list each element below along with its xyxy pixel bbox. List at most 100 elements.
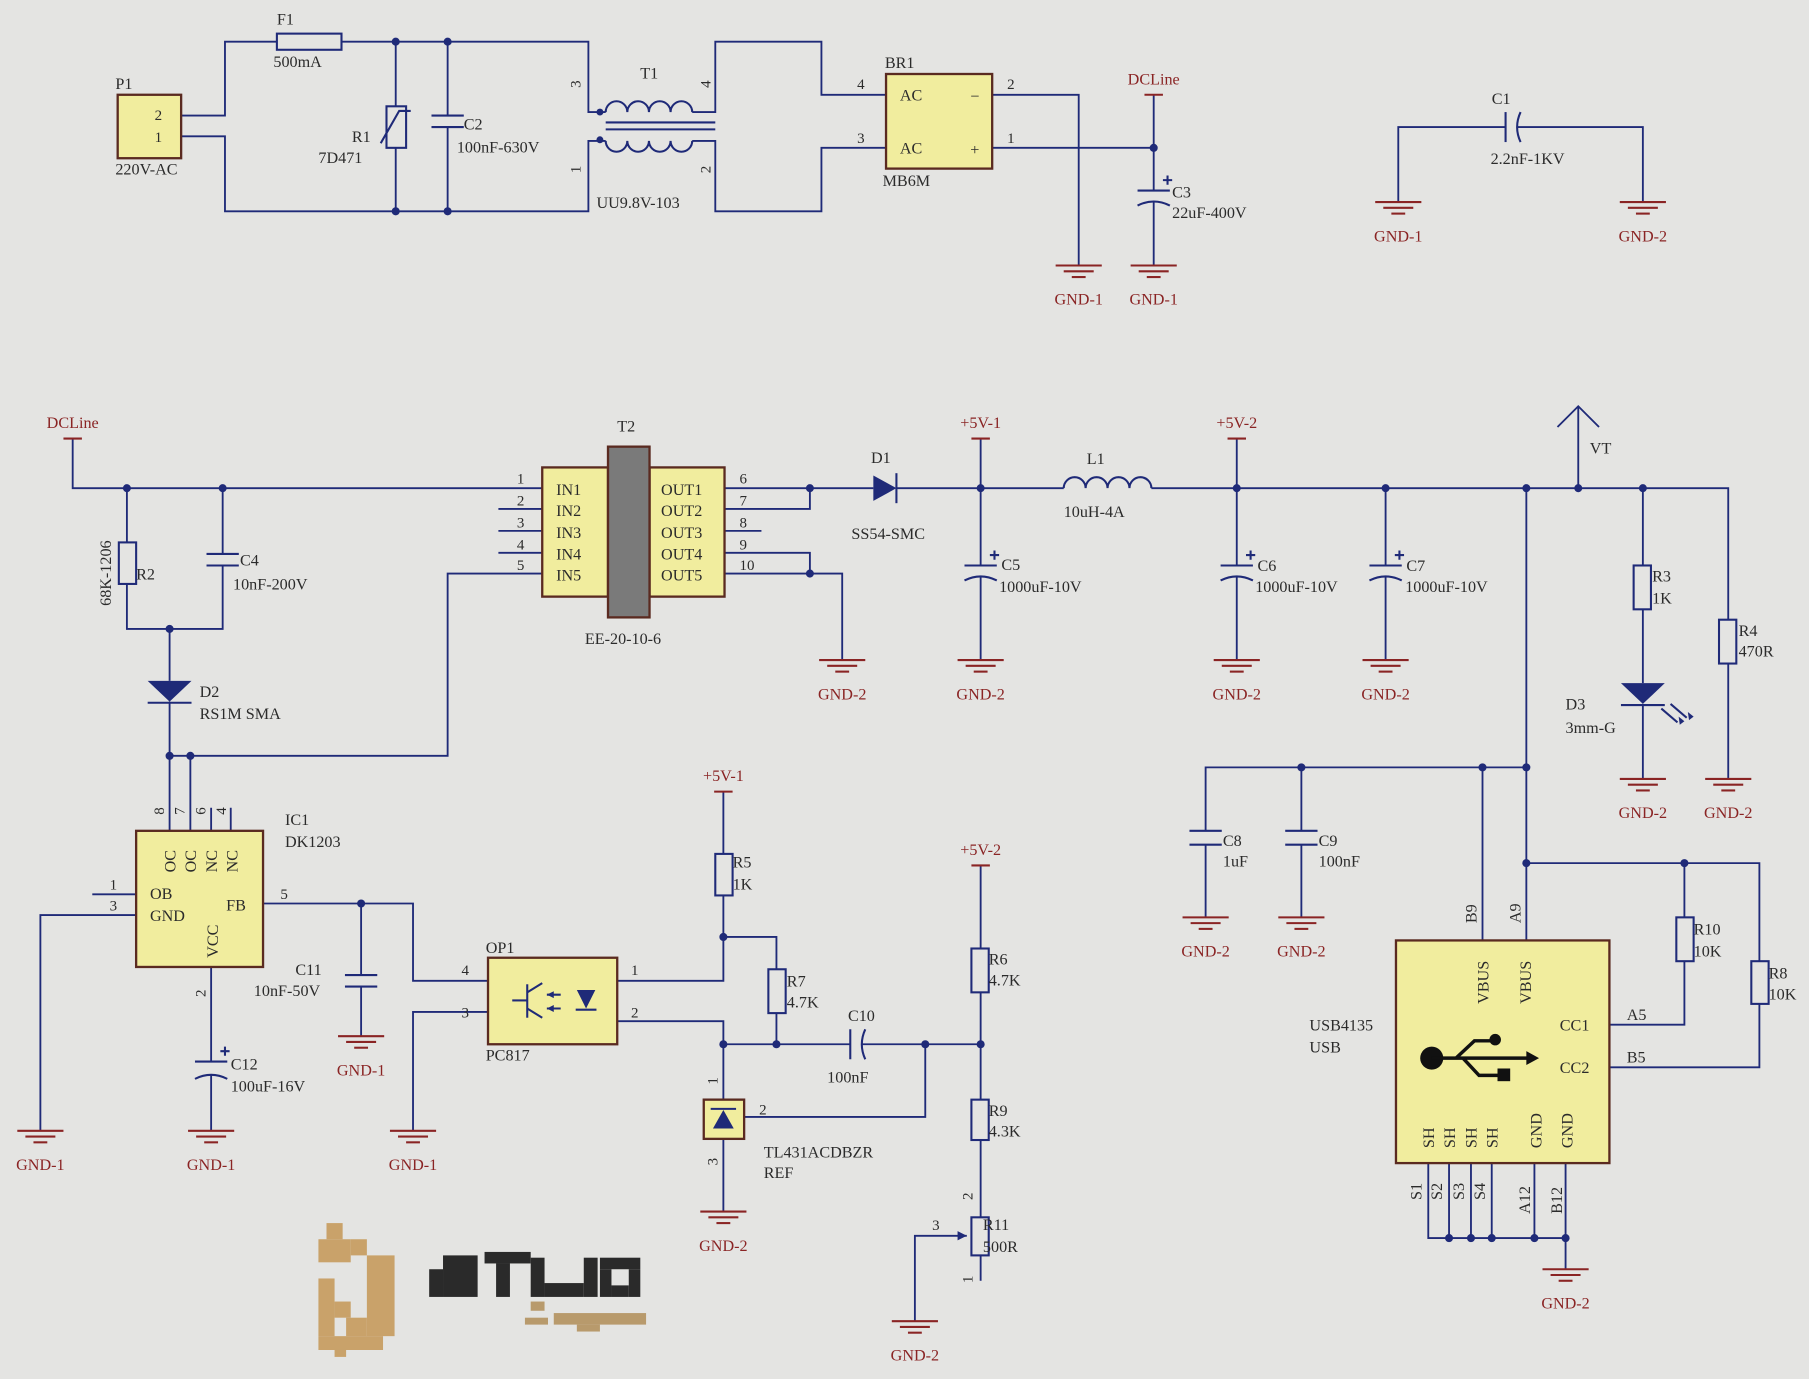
r6-ref-label: R6	[989, 952, 1008, 969]
f1-val-label: 500mA	[273, 54, 322, 71]
t2-out5-label: OUT5	[661, 567, 702, 584]
t2-in4-label: IN4	[556, 547, 581, 564]
ground-label: GND-2	[818, 686, 866, 703]
vt-label: VT	[1590, 441, 1612, 458]
l1-val-label: 10uH-4A	[1064, 504, 1125, 521]
usb-b5-label: B5	[1627, 1050, 1646, 1067]
usb-sh1-label: SH	[1421, 1127, 1438, 1148]
junction-dot	[1574, 484, 1583, 493]
br1-ac1-label: AC	[900, 88, 922, 105]
r9-val-label: 4.3K	[989, 1124, 1021, 1141]
junction-dot	[1561, 1234, 1570, 1243]
t2-pin7-label: 7	[740, 493, 748, 509]
junction-dot	[1638, 484, 1647, 493]
junction-dot	[1487, 1234, 1496, 1243]
inductor-l1	[1062, 476, 1153, 489]
tl431-regulator	[702, 1098, 746, 1141]
polarity-plus-icon	[1394, 550, 1405, 560]
wire	[1517, 126, 1644, 203]
r10-ref-label: R10	[1694, 922, 1721, 939]
ic1-oc2-label: OC	[183, 850, 200, 872]
usb-ref-label: USB4135	[1309, 1017, 1373, 1034]
polarity-plus-icon	[220, 1046, 230, 1056]
ground-label: GND-2	[699, 1238, 747, 1255]
resistor-r10	[1675, 916, 1695, 963]
br1-plus-label: +	[970, 142, 979, 159]
led-d3	[1620, 683, 1665, 704]
r2-ref-label: R2	[136, 566, 155, 583]
usb-val-label: USB	[1309, 1039, 1340, 1056]
t2-out4-label: OUT4	[661, 547, 702, 564]
capacitor-c7-plate	[1368, 575, 1403, 582]
components	[17, 32, 1770, 1334]
resistor-r6	[970, 947, 990, 994]
c11-ref-label: C11	[295, 962, 321, 979]
t2-ref-label: T2	[617, 419, 635, 436]
capacitor-c10-plate	[860, 1028, 867, 1060]
c12-val-label: 100uF-16V	[231, 1079, 306, 1096]
t2-pin4-label: 4	[517, 537, 525, 553]
r5-ref-label: R5	[733, 855, 752, 872]
junction-dot	[805, 484, 814, 493]
usb-icon-arrow	[1526, 1051, 1540, 1066]
t2-pin10-label: 10	[740, 558, 755, 574]
wires	[39, 37, 1761, 1322]
r11-pin3-label: 3	[932, 1218, 940, 1234]
ground-label: GND-2	[1619, 228, 1667, 245]
ground-label: GND-2	[1541, 1295, 1589, 1312]
light-arrow-icon	[1669, 703, 1688, 719]
ground-label: GND-2	[956, 686, 1004, 703]
wire	[723, 936, 778, 970]
diode-d1	[873, 475, 897, 501]
c3-val-label: 22uF-400V	[1172, 205, 1247, 222]
logo-subtext-block	[576, 1324, 600, 1332]
c8-val-label: 1uF	[1223, 854, 1248, 871]
br1-ac2-label: AC	[900, 141, 922, 158]
c1-ref-label: C1	[1492, 91, 1511, 108]
ic1-nc1-label: NC	[204, 850, 221, 872]
wire	[1526, 862, 1761, 962]
ic1-ref-label: IC1	[285, 812, 309, 829]
junction-dot	[976, 1040, 985, 1049]
junction-dot	[1522, 859, 1531, 868]
logo-mark-block	[366, 1255, 395, 1337]
wire	[181, 135, 606, 213]
potentiometer-r11	[970, 1216, 990, 1257]
junction-dot	[1478, 763, 1487, 772]
r11-ref-label: R11	[983, 1217, 1009, 1234]
resistor-r2	[117, 541, 138, 585]
d2-ref-label: D2	[200, 684, 220, 701]
c4-val-label: 10nF-200V	[233, 577, 308, 594]
wire	[992, 93, 1080, 266]
c4-ref-label: C4	[240, 552, 259, 569]
junction-dot	[443, 37, 452, 46]
r3-ref-label: R3	[1652, 569, 1671, 586]
logo-watermark	[318, 1223, 647, 1357]
ground-label: GND-1	[187, 1157, 235, 1174]
br1-pin1-label: 1	[1007, 131, 1015, 147]
polarity-plus-icon	[1245, 550, 1256, 560]
resistor-r3	[1632, 564, 1652, 611]
junction-dot	[719, 1040, 728, 1049]
t1-pin1-label: 1	[568, 166, 584, 174]
c5-ref-label: C5	[1001, 557, 1020, 574]
usb-icon-lines	[1431, 1039, 1529, 1078]
t2-in3-label: IN3	[556, 525, 581, 542]
logo-text-block	[484, 1251, 531, 1264]
wire	[1609, 1003, 1761, 1069]
wire	[412, 1011, 489, 1131]
c6-ref-label: C6	[1258, 558, 1277, 575]
c11-val-label: 10nF-50V	[254, 983, 321, 1000]
usb-icon-square	[1497, 1068, 1511, 1082]
ic1-gnd-label: GND	[150, 908, 185, 925]
ground-label: GND-1	[1129, 292, 1177, 309]
ground-label: GND-1	[337, 1062, 385, 1079]
junction-dot	[719, 932, 728, 942]
usb-vbus1-label: VBUS	[1475, 961, 1492, 1004]
logo-subtext-block	[530, 1301, 545, 1311]
opto-transistor	[526, 982, 543, 994]
r8-val-label: 10K	[1769, 986, 1797, 1003]
wire	[724, 572, 844, 661]
logo-mark-block	[318, 1336, 384, 1350]
wire	[1151, 487, 1730, 620]
